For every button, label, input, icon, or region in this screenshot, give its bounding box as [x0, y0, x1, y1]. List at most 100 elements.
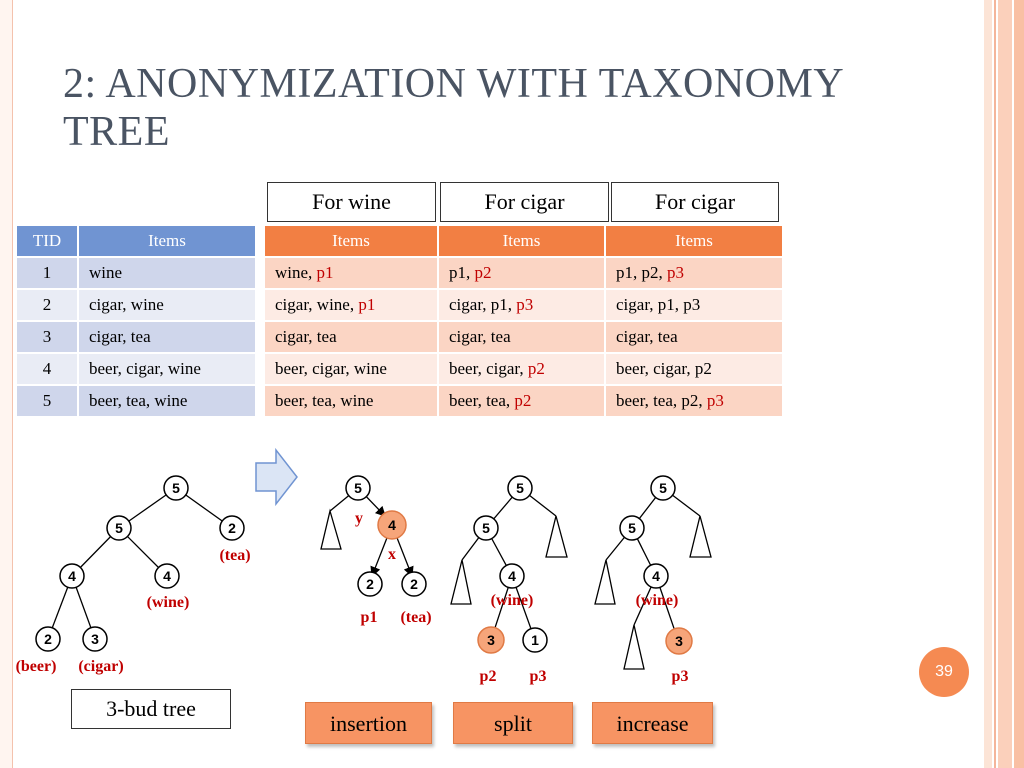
left-border	[0, 0, 13, 768]
items-cell: cigar, tea	[265, 322, 439, 354]
tree-node: 5	[473, 515, 499, 541]
tree-node: 2	[35, 626, 61, 652]
node-label: p1	[361, 609, 378, 626]
tree-node: 5	[507, 475, 533, 501]
svg-text:4: 4	[163, 568, 171, 584]
slide-title: 2: ANONYMIZATION WITH TAXONOMY TREE	[63, 61, 843, 155]
right-band-2	[994, 0, 996, 768]
header-for-cigar-1: For cigar	[440, 182, 609, 222]
original-table: TID Items 1 wine 2 cigar, wine 3 cigar, …	[17, 226, 257, 418]
table-row: beer, cigar, p2	[606, 354, 784, 386]
node-label: (tea)	[400, 609, 431, 626]
table-row: cigar, tea	[439, 322, 606, 354]
table-header-row: Items	[606, 226, 784, 258]
header-for-cigar-2: For cigar	[611, 182, 779, 222]
tree-node-highlight: 4	[377, 510, 407, 540]
table-row: 4 beer, cigar, wine	[17, 354, 257, 386]
svg-text:2: 2	[228, 520, 236, 536]
svg-text:4: 4	[68, 568, 76, 584]
items-cell: beer, tea, wine	[265, 386, 439, 418]
tree-node-highlight: 3	[665, 627, 693, 655]
table-row: cigar, p1, p3	[439, 290, 606, 322]
node-label: p3	[672, 668, 689, 685]
items-cell: beer, tea, wine	[79, 386, 257, 418]
table-row: beer, cigar, p2	[439, 354, 606, 386]
svg-text:5: 5	[659, 480, 667, 496]
anon-table-cigar-1: Items p1, p2 cigar, p1, p3 cigar, tea be…	[439, 226, 606, 418]
table-row: p1, p2, p3	[606, 258, 784, 290]
tree-node: 5	[163, 475, 189, 501]
tid-cell: 1	[17, 258, 79, 290]
subtree-triangle	[320, 508, 342, 550]
split-button: split	[453, 702, 573, 744]
items-cell: p1, p2, p3	[606, 258, 784, 290]
tree-node: 2	[219, 515, 245, 541]
svg-text:4: 4	[652, 568, 660, 584]
table-header-row: Items	[265, 226, 439, 258]
table-row: beer, tea, wine	[265, 386, 439, 418]
tree-node: 4	[59, 563, 85, 589]
svg-text:5: 5	[482, 520, 490, 536]
table-row: cigar, wine, p1	[265, 290, 439, 322]
table-header-row: TID Items	[17, 226, 257, 258]
tree-node: 1	[522, 627, 548, 653]
table-row: 3 cigar, tea	[17, 322, 257, 354]
items-cell: cigar, wine, p1	[265, 290, 439, 322]
table-row: beer, cigar, wine	[265, 354, 439, 386]
node-label: y	[355, 510, 363, 527]
svg-text:2: 2	[44, 631, 52, 647]
tree-node-highlight: 3	[477, 626, 505, 654]
bud-tree: 5 5 2 4 4 2 3 (tea) (wine) (beer) (cigar…	[16, 475, 251, 675]
node-label: p2	[480, 668, 497, 685]
subtree-triangle	[623, 624, 645, 670]
tree-node: 2	[357, 571, 383, 597]
items-cell: cigar, p1, p3	[439, 290, 606, 322]
tree-node: 5	[106, 515, 132, 541]
items-cell: cigar, tea	[606, 322, 784, 354]
items-cell: cigar, tea	[439, 322, 606, 354]
svg-text:3: 3	[91, 631, 99, 647]
right-arrow-icon	[255, 447, 298, 507]
items-header: Items	[439, 226, 606, 258]
items-cell: beer, cigar, p2	[439, 354, 606, 386]
right-band-1	[984, 0, 992, 768]
insertion-button: insertion	[305, 702, 432, 744]
tree-node: 5	[650, 475, 676, 501]
items-cell: beer, tea, p2, p3	[606, 386, 784, 418]
items-cell: beer, tea, p2	[439, 386, 606, 418]
items-header: Items	[79, 226, 257, 258]
svg-text:5: 5	[628, 520, 636, 536]
tree-node: 4	[154, 563, 180, 589]
table-row: beer, tea, p2	[439, 386, 606, 418]
svg-text:5: 5	[172, 480, 180, 496]
tree-node: 4	[643, 563, 669, 589]
node-label: p3	[530, 668, 547, 685]
node-label: (beer)	[16, 658, 57, 675]
node-label: (wine)	[491, 592, 534, 609]
table-row: p1, p2	[439, 258, 606, 290]
table-row: 5 beer, tea, wine	[17, 386, 257, 418]
svg-text:3: 3	[487, 632, 495, 648]
increase-tree: 5 5 4 3 (wine) p3	[594, 475, 712, 685]
anon-table-wine: Items wine, p1 cigar, wine, p1 cigar, te…	[265, 226, 439, 418]
items-header: Items	[606, 226, 784, 258]
table-row: 1 wine	[17, 258, 257, 290]
items-cell: beer, cigar, wine	[265, 354, 439, 386]
items-header: Items	[265, 226, 439, 258]
increase-button: increase	[592, 702, 713, 744]
items-cell: cigar, p1, p3	[606, 290, 784, 322]
tid-cell: 2	[17, 290, 79, 322]
table-row: cigar, tea	[606, 322, 784, 354]
svg-text:1: 1	[531, 632, 539, 648]
items-cell: beer, cigar, wine	[79, 354, 257, 386]
tid-header: TID	[17, 226, 79, 258]
subtree-triangle	[689, 515, 712, 558]
table-row: cigar, tea	[265, 322, 439, 354]
tree-node: 4	[499, 563, 525, 589]
svg-text:5: 5	[516, 480, 524, 496]
table-row: cigar, p1, p3	[606, 290, 784, 322]
items-cell: wine, p1	[265, 258, 439, 290]
anon-table-cigar-2: Items p1, p2, p3 cigar, p1, p3 cigar, te…	[606, 226, 784, 418]
insertion-tree: 5 4 2 2 y x p1 (tea)	[320, 475, 432, 626]
